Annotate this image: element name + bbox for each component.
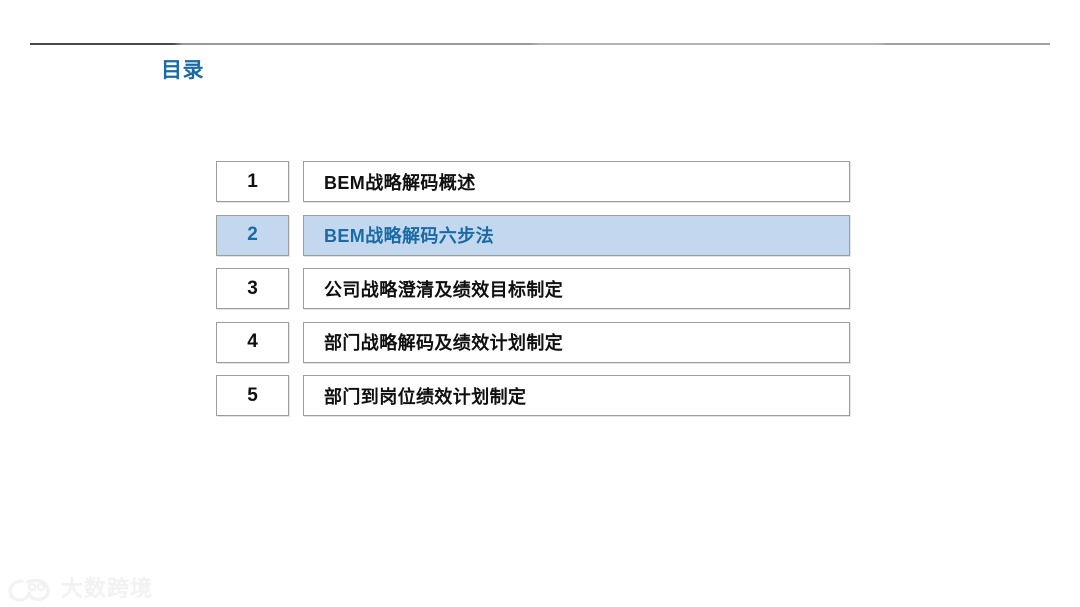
page-title: 目录 (161, 59, 204, 82)
toc-number-cell: 3 (216, 268, 289, 309)
cell-spacer (289, 322, 303, 363)
toc-number-cell: 4 (216, 321, 289, 363)
list-item[interactable]: 1 BEM战略解码概述 (216, 161, 850, 202)
header-divider (30, 43, 1050, 45)
toc-label-cell: 公司战略澄清及绩效目标制定 (303, 268, 850, 309)
cell-spacer (289, 215, 303, 256)
toc-label-cell: 部门到岗位绩效计划制定 (303, 375, 850, 416)
toc-number-cell: 2 (216, 214, 289, 256)
dashujingjing-logo-icon (8, 576, 54, 602)
cell-spacer (289, 161, 303, 202)
toc-label-cell: 部门战略解码及绩效计划制定 (303, 321, 850, 363)
cell-spacer (289, 375, 303, 416)
toc-number-cell: 1 (216, 161, 289, 202)
watermark: 大数跨境 (8, 576, 153, 602)
list-item[interactable]: 4 部门战略解码及绩效计划制定 (216, 321, 850, 363)
toc-label-cell: BEM战略解码概述 (303, 161, 850, 202)
toc-number-cell: 5 (216, 375, 289, 416)
list-item[interactable]: 3 公司战略澄清及绩效目标制定 (216, 268, 850, 309)
toc-label-cell: BEM战略解码六步法 (303, 214, 850, 256)
list-item-active[interactable]: 2 BEM战略解码六步法 (216, 214, 850, 256)
watermark-text: 大数跨境 (61, 576, 154, 601)
list-item[interactable]: 5 部门到岗位绩效计划制定 (216, 375, 850, 416)
cell-spacer (289, 268, 303, 309)
table-of-contents: 1 BEM战略解码概述 2 BEM战略解码六步法 3 公司战略澄清及绩效目标制定… (216, 161, 850, 429)
